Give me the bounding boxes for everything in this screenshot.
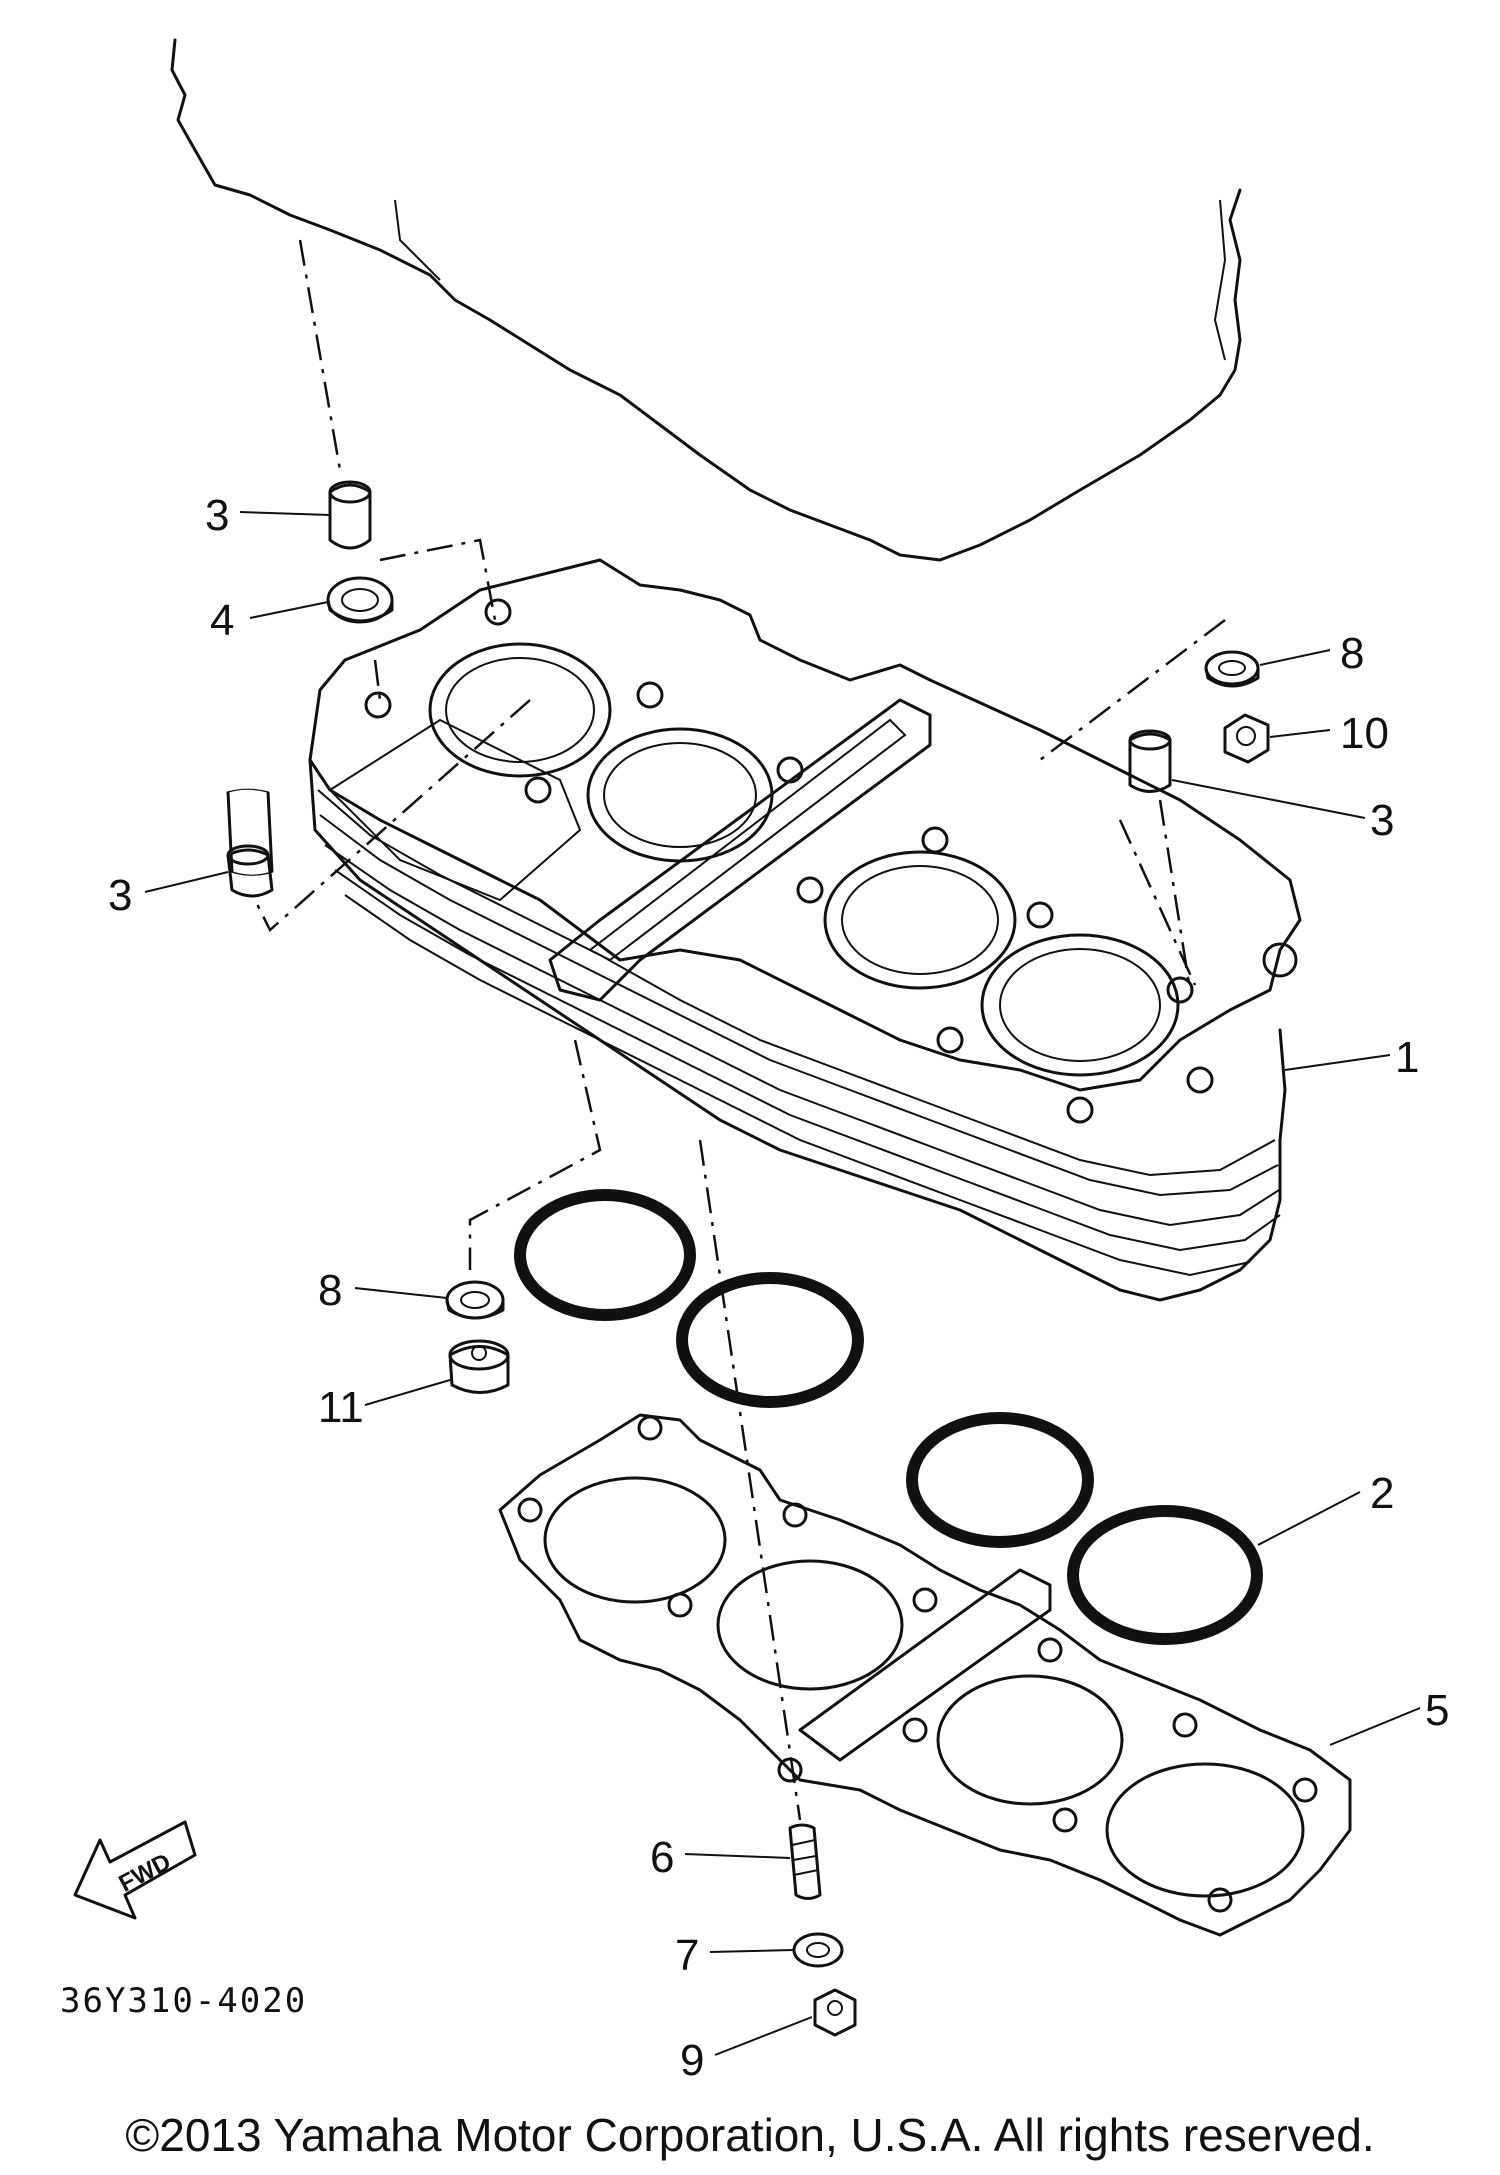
- callout-5: 5: [1425, 1686, 1449, 1735]
- stud-6: [788, 1823, 822, 1900]
- cylinder-block: [308, 558, 1302, 1302]
- callout-2: 2: [1370, 1469, 1394, 1518]
- callout-8b: 8: [318, 1266, 342, 1315]
- callout-9: 9: [680, 2036, 704, 2085]
- o-rings: [514, 1189, 1263, 1645]
- callout-3a: 3: [205, 491, 229, 540]
- callout-8a: 8: [1340, 629, 1364, 678]
- part-code: 36Y310-4020: [60, 1981, 307, 2021]
- callout-6: 6: [650, 1833, 674, 1882]
- washer-8b: [445, 1280, 505, 1320]
- cylinder-head-outline: [170, 38, 1242, 562]
- callout-11: 11: [318, 1383, 364, 1432]
- callout-10: 10: [1340, 709, 1389, 758]
- callout-4: 4: [210, 596, 234, 645]
- nut-10: [1223, 713, 1270, 764]
- bolt-11: [448, 1339, 510, 1394]
- alignment-lines: [253, 239, 1226, 1821]
- callout-labels: 3 4 3 8 10 3 1 8 11 2 5 6 7 9: [108, 491, 1449, 2085]
- washer-8a: [1204, 650, 1260, 688]
- dowel-pin-3b: [226, 788, 274, 898]
- callout-1: 1: [1395, 1033, 1419, 1082]
- nut-9: [813, 1988, 857, 2037]
- callout-3c: 3: [1370, 796, 1394, 845]
- dowel-pin-3a: [328, 480, 372, 550]
- forward-arrow-icon: FWD: [73, 1820, 197, 1920]
- washer-4: [326, 576, 394, 624]
- callout-3b: 3: [108, 871, 132, 920]
- base-gasket: [498, 1413, 1352, 1937]
- copyright-notice: ©2013 Yamaha Motor Corporation, U.S.A. A…: [125, 2109, 1375, 2161]
- dowel-pin-3c: [1128, 729, 1172, 793]
- callout-7: 7: [675, 1931, 699, 1980]
- leader-lines: [144, 511, 1421, 2056]
- washer-7: [792, 1932, 844, 1968]
